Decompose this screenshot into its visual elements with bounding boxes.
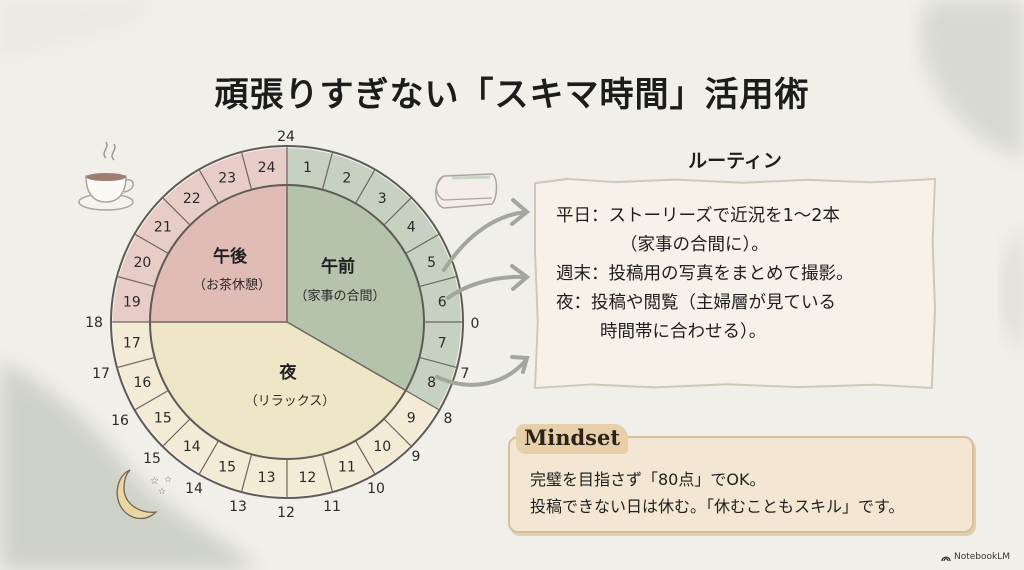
mindset-tab [516, 424, 628, 454]
outer-hour-label: 15 [143, 451, 161, 467]
mindset-text: 完璧を目指さず「80点」でOK。 投稿できない日は休む。「休むこともスキル」です… [530, 466, 904, 520]
routine-line-weekend: 週末：投稿用の写真をまとめて撮影。 [556, 264, 854, 284]
crescent-moon-icon: ☆ ☆ ☆ [116, 469, 172, 520]
ring-cell-label: 5 [427, 255, 436, 271]
arrow-3 [435, 358, 528, 387]
routine-card [536, 180, 934, 387]
ring-cell-label: 21 [154, 220, 172, 236]
arrow-3-head [510, 264, 531, 291]
ring-cell-label: 6 [438, 295, 447, 311]
sector-morning [287, 148, 461, 409]
sector-sublabel-night: （リラックス） [245, 394, 336, 409]
ring-cell-label: 10 [373, 439, 391, 455]
sector-label-afternoon: 午後 [213, 246, 248, 267]
arrow-1-head [510, 198, 531, 226]
outer-hour-label: 12 [277, 505, 295, 521]
sector-labels: 午前 （家事の合間） 夜 （リラックス） 午後 （お茶休憩） [193, 246, 386, 409]
svg-text:☆: ☆ [164, 475, 172, 485]
outer-hour-label: 10 [367, 481, 385, 497]
svg-text:☆: ☆ [158, 487, 166, 497]
svg-text:☆: ☆ [150, 476, 159, 487]
outer-hour-label: 13 [229, 499, 247, 515]
sector-night [113, 322, 438, 497]
mindset-line-1: 完璧を目指さず「80点」でOK。 [530, 470, 766, 489]
arrow-3-head [510, 355, 530, 374]
ring-cell-label: 13 [258, 470, 276, 486]
arrow-1 [442, 210, 527, 272]
routine-heading: ルーティン [688, 150, 782, 172]
arrows-to-routine [435, 198, 531, 387]
routine-line-night-note: 時間帯に合わせる）。 [600, 322, 767, 342]
ring-cell-label: 19 [123, 295, 141, 311]
sector-label-night: 夜 [279, 362, 298, 383]
ring-cell-label: 1 [303, 160, 312, 176]
outer-hour-label: 16 [111, 413, 129, 429]
outer-hour-label: 17 [92, 366, 110, 382]
routine-line-weekday-note: （家事の合間に）。 [620, 235, 769, 255]
folded-towel-icon [435, 173, 498, 209]
outer-hour-label: 9 [412, 449, 421, 465]
ring-cell-label: 9 [407, 410, 416, 426]
teacup-icon [78, 141, 134, 211]
ring-cell-label: 17 [123, 335, 141, 351]
ring-cell-label: 8 [427, 375, 436, 391]
routine-line-night: 夜：投稿や閲覧（主婦層が見ている [556, 293, 836, 313]
notebooklm-logo-icon [941, 556, 951, 561]
page-title: 頑張りすぎない「スキマ時間」活用術 [214, 74, 810, 115]
ring-cell-label: 12 [299, 470, 317, 486]
routine-text: 平日：ストーリーズで近況を1〜2本 （家事の合間に）。 週末：投稿用の写真をまと… [556, 202, 854, 347]
routine-line-weekday: 平日：ストーリーズで近況を1〜2本 [556, 206, 840, 226]
ring-cell-label: 4 [407, 220, 416, 236]
ring-cell-label: 23 [218, 170, 236, 186]
mindset-line-2: 投稿できない日は休む。「休むこともスキル」です。 [530, 497, 905, 516]
outer-hour-label: 24 [277, 129, 295, 145]
ring-cell-label: 15 [154, 410, 172, 426]
arrow-2 [446, 274, 527, 300]
brand-watermark: NotebookLM [941, 552, 1010, 562]
mindset-label: Mindset [524, 425, 621, 450]
ring-cell-dividers [110, 145, 464, 499]
ring-cell-label: 7 [438, 335, 447, 351]
ring-cell-label: 2 [342, 170, 351, 186]
ring-cell-label: 15 [218, 460, 236, 476]
outer-hour-label: 8 [444, 411, 453, 427]
ring-cell-label: 11 [338, 460, 356, 476]
ring-cell-label: 14 [183, 439, 201, 455]
ring-cell-label: 3 [378, 191, 387, 207]
sector-sublabel-afternoon: （お茶休憩） [193, 277, 271, 293]
sector-sublabel-morning: （家事の合間） [294, 288, 385, 304]
outer-hour-label: 7 [461, 366, 470, 382]
ring-cell-label: 16 [133, 375, 151, 391]
ring-cell-label: 24 [258, 160, 276, 176]
ring-cell-label: 20 [133, 255, 151, 271]
ring-cell-label: 22 [183, 191, 201, 207]
outer-hour-label: 14 [185, 481, 203, 497]
outer-hour-label: 0 [471, 316, 480, 332]
brand-label: NotebookLM [953, 552, 1010, 562]
sector-label-morning: 午前 [321, 256, 355, 277]
outer-hour-label: 11 [323, 499, 341, 515]
outer-hour-label: 18 [85, 315, 103, 331]
